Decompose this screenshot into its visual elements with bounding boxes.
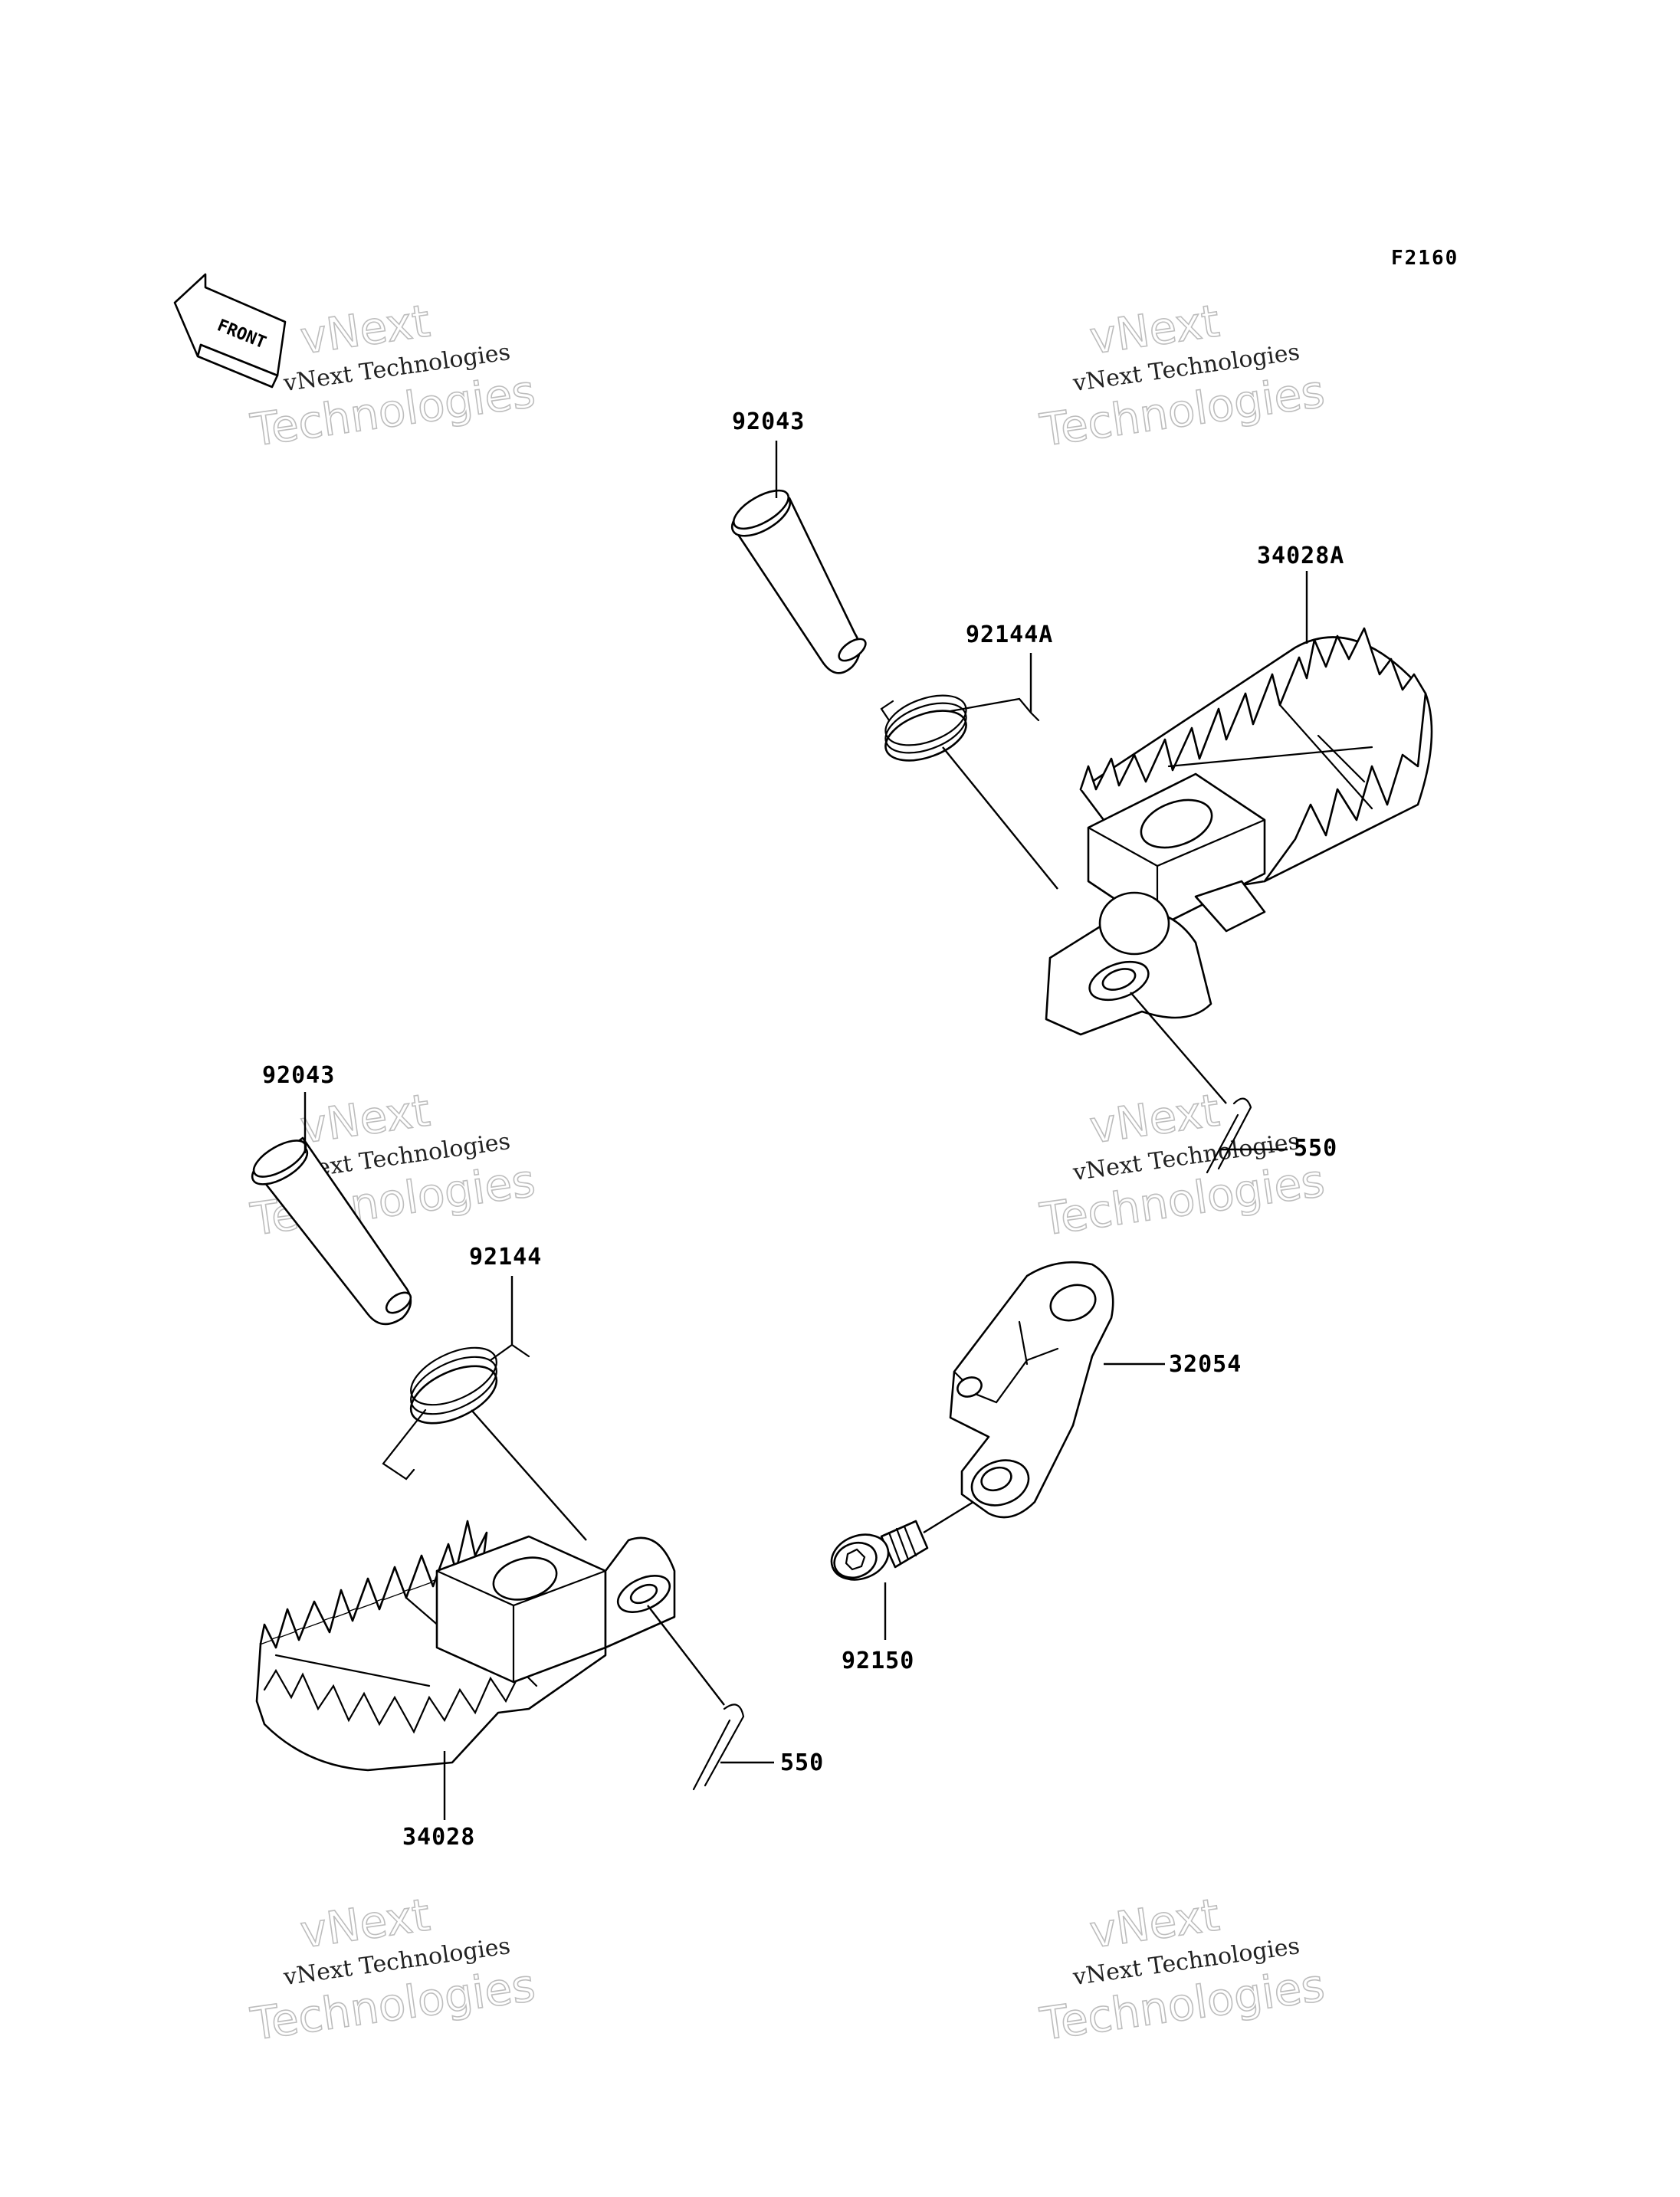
footpeg-34028-lower[interactable]	[255, 1520, 676, 1772]
pin-92043-upper[interactable]	[726, 483, 869, 674]
watermark-top-left: vNext vNext Technologies Technologies	[247, 294, 539, 457]
bracket-32054[interactable]	[949, 1261, 1114, 1519]
spring-92144A-upper[interactable]	[879, 686, 1040, 770]
bolt-92150[interactable]	[825, 1520, 929, 1587]
callout-550-lower[interactable]: 550	[780, 1749, 824, 1776]
front-arrow-icon: FRONT	[173, 273, 287, 389]
leader-cotter-to-peg-lower	[647, 1605, 725, 1706]
watermark-bottom-left: vNext vNext Technologies Technologies	[247, 1888, 539, 2051]
footpeg-34028A-upper[interactable]	[1045, 627, 1433, 1036]
diagram-code: F2160	[1391, 247, 1459, 270]
callout-34028A[interactable]: 34028A	[1257, 543, 1344, 569]
leader-cotter-to-peg-upper	[1130, 992, 1227, 1104]
watermark-top-right: vNext vNext Technologies Technologies	[1036, 294, 1328, 457]
spring-92144-lower[interactable]	[382, 1336, 530, 1481]
callout-92043-lower[interactable]: 92043	[262, 1062, 335, 1089]
callout-34028[interactable]: 34028	[402, 1824, 475, 1851]
leader-spring-to-peg-upper	[942, 746, 1058, 890]
watermark-bottom-right: vNext vNext Technologies Technologies	[1036, 1888, 1328, 2051]
callout-92043-upper[interactable]: 92043	[732, 408, 805, 435]
leader-bolt-to-bracket	[923, 1500, 974, 1534]
leader-spring-to-peg-lower	[471, 1409, 587, 1541]
pin-92043-lower[interactable]	[246, 1133, 414, 1326]
cotter-pin-550-lower[interactable]	[692, 1703, 745, 1791]
callout-92144A[interactable]: 92144A	[966, 621, 1053, 648]
callout-550-upper[interactable]: 550	[1294, 1135, 1337, 1162]
cotter-pin-550-upper[interactable]	[1206, 1097, 1252, 1174]
callout-32054[interactable]: 32054	[1169, 1351, 1242, 1378]
callout-92150[interactable]: 92150	[842, 1648, 914, 1674]
watermark-mid-right: vNext vNext Technologies Technologies	[1036, 1084, 1328, 1247]
callout-92144[interactable]: 92144	[469, 1244, 542, 1271]
